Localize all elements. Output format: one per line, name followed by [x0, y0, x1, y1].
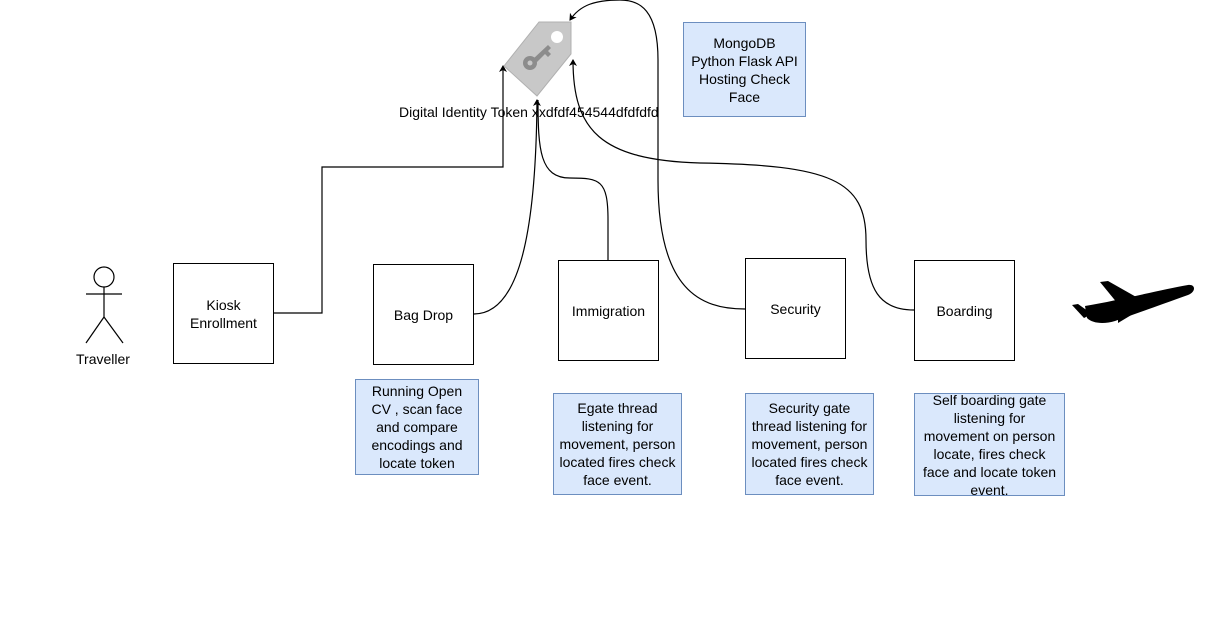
boarding-note: Self boarding gate listening for movemen… [914, 392, 1065, 498]
traveller-label: Traveller [76, 351, 130, 367]
airplane-icon [1072, 281, 1194, 323]
edge-boarding-to-token [569, 59, 915, 311]
security-label: Security [770, 300, 821, 317]
security-note: Security gate thread listening for movem… [745, 393, 874, 495]
immigration-label: Immigration [571, 302, 646, 319]
boarding-label: Boarding [936, 302, 993, 319]
edge-kiosk-to-token [273, 65, 507, 314]
boarding-box: Boarding [914, 260, 1015, 361]
kiosk-enrollment-box: Kiosk Enrollment [173, 263, 274, 364]
immigration-box: Immigration [558, 260, 659, 361]
immigration-note: Egate thread listening for movement, per… [553, 393, 682, 495]
bag-drop-note: Running Open CV , scan face and compare … [355, 379, 479, 475]
edge-bagdrop-to-token [473, 99, 541, 315]
bag-drop-box: Bag Drop [373, 264, 474, 365]
token-label: Digital Identity Token xxdfdf454544dfdfd… [399, 104, 659, 120]
edge-immigration-to-token [537, 99, 609, 260]
kiosk-enrollment-label: Kiosk Enrollment [190, 296, 257, 331]
security-box: Security [745, 258, 846, 359]
stick-figure-icon [85, 266, 124, 344]
key-tag-icon [503, 21, 572, 97]
bag-drop-label: Bag Drop [393, 306, 454, 323]
server-note: MongoDB Python Flask API Hosting Check F… [683, 22, 806, 117]
edge-security-to-token [569, 0, 746, 310]
